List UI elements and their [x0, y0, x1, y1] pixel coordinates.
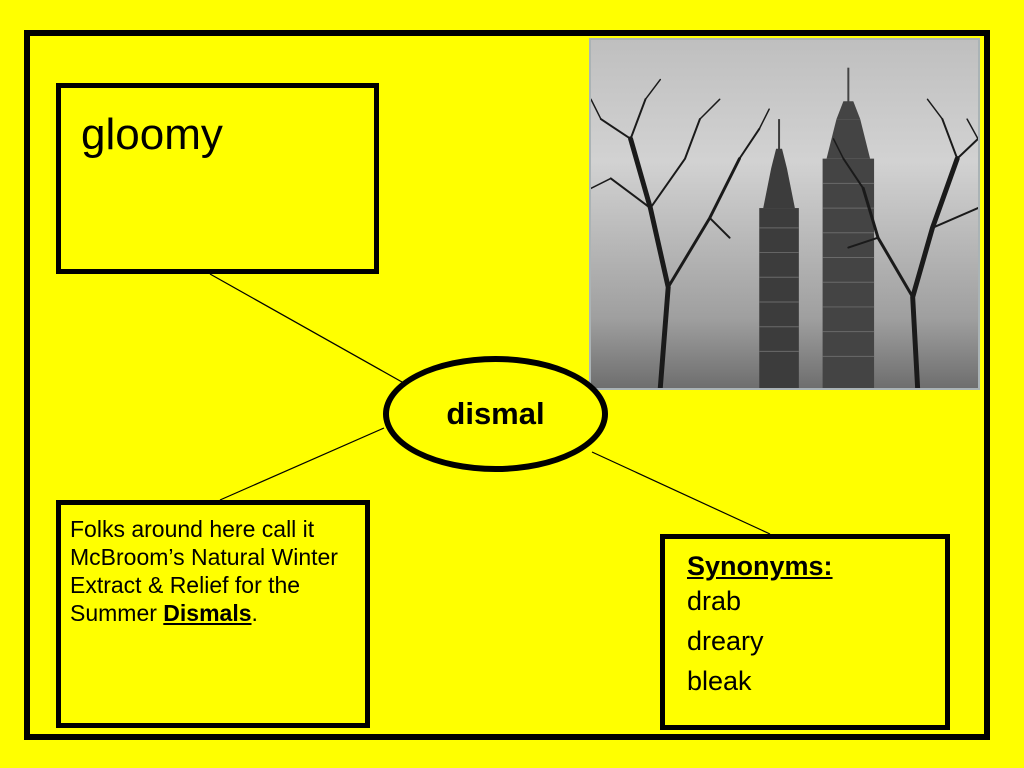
synonym-item: bleak [687, 666, 752, 696]
right-tower [822, 67, 875, 388]
definition-box: gloomy [56, 83, 379, 274]
synonym-item: drab [687, 586, 742, 616]
towers-illustration [591, 67, 978, 388]
sentence-end: . [251, 600, 258, 626]
center-term-oval: dismal [383, 356, 608, 472]
slide-frame [24, 30, 990, 740]
sentence-box: Folks around here call it McBroom’s Natu… [56, 500, 370, 728]
connector-word [209, 273, 403, 383]
synonyms-heading: Synonyms: [687, 551, 833, 581]
synonyms-box: Synonyms: drab dreary bleak [660, 534, 950, 730]
bare-trees [591, 78, 978, 388]
center-term: dismal [446, 396, 545, 431]
sentence-text: Folks around here call it McBroom’s Natu… [70, 516, 338, 626]
connector-synonyms [591, 451, 771, 535]
towers-photo [589, 38, 980, 390]
definition-word: gloomy [81, 110, 223, 159]
left-tower [759, 119, 799, 388]
example-sentence: Folks around here call it McBroom’s Natu… [70, 515, 362, 627]
sentence-emphasis: Dismals [163, 600, 252, 626]
connector-sentence [219, 427, 385, 501]
synonym-item: dreary [687, 626, 764, 656]
